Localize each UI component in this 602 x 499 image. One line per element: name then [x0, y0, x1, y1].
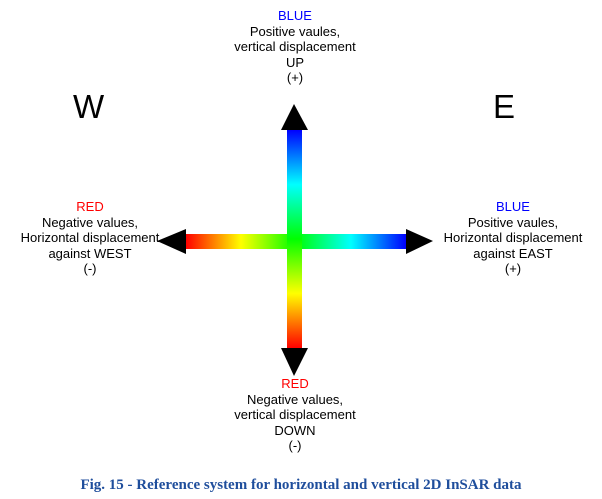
label-east-sign: (+)	[504, 261, 522, 276]
label-east-line1: Positive vaules,	[467, 214, 559, 230]
label-west-sign: (-)	[83, 261, 97, 276]
arrowhead-up-icon	[281, 104, 308, 130]
arrowhead-left-icon	[157, 229, 186, 254]
label-down-block: RED Negative values, vertical displaceme…	[200, 376, 390, 454]
label-up-block: BLUE Positive vaules, vertical displacem…	[200, 8, 390, 86]
label-down-color: RED	[281, 376, 309, 391]
figure-caption: Fig. 15 - Reference system for horizonta…	[80, 477, 522, 493]
label-west-color: RED	[76, 199, 104, 214]
label-up-line2: vertical displacement	[234, 39, 356, 54]
label-east-block: BLUE Positive vaules, Horizontal displac…	[424, 199, 602, 277]
compass-west-label: W	[73, 88, 105, 125]
label-up-sign: (+)	[286, 70, 304, 85]
label-up-line3: UP	[285, 54, 305, 70]
label-down-sign: (-)	[288, 438, 302, 453]
label-down-line1: Negative values,	[246, 391, 344, 407]
label-west-block: RED Negative values, Horizontal displace…	[0, 199, 180, 277]
vertical-axis-bar	[287, 130, 302, 348]
label-east-line3: against EAST	[473, 245, 553, 261]
label-west-line3: against WEST	[48, 245, 132, 261]
label-east-color: BLUE	[496, 199, 530, 214]
label-down-line2: vertical displacement	[234, 407, 356, 422]
label-west-line2: Horizontal displacement	[20, 230, 160, 245]
label-down-line3: DOWN	[274, 422, 316, 438]
compass-east-label: E	[493, 88, 516, 125]
label-east-line2: Horizontal displacement	[443, 230, 583, 245]
arrowhead-right-icon	[406, 229, 433, 254]
label-west-line1: Negative values,	[41, 214, 139, 230]
label-up-line1: Positive vaules,	[249, 23, 341, 39]
arrowhead-down-icon	[281, 348, 308, 376]
label-up-color: BLUE	[278, 8, 312, 23]
